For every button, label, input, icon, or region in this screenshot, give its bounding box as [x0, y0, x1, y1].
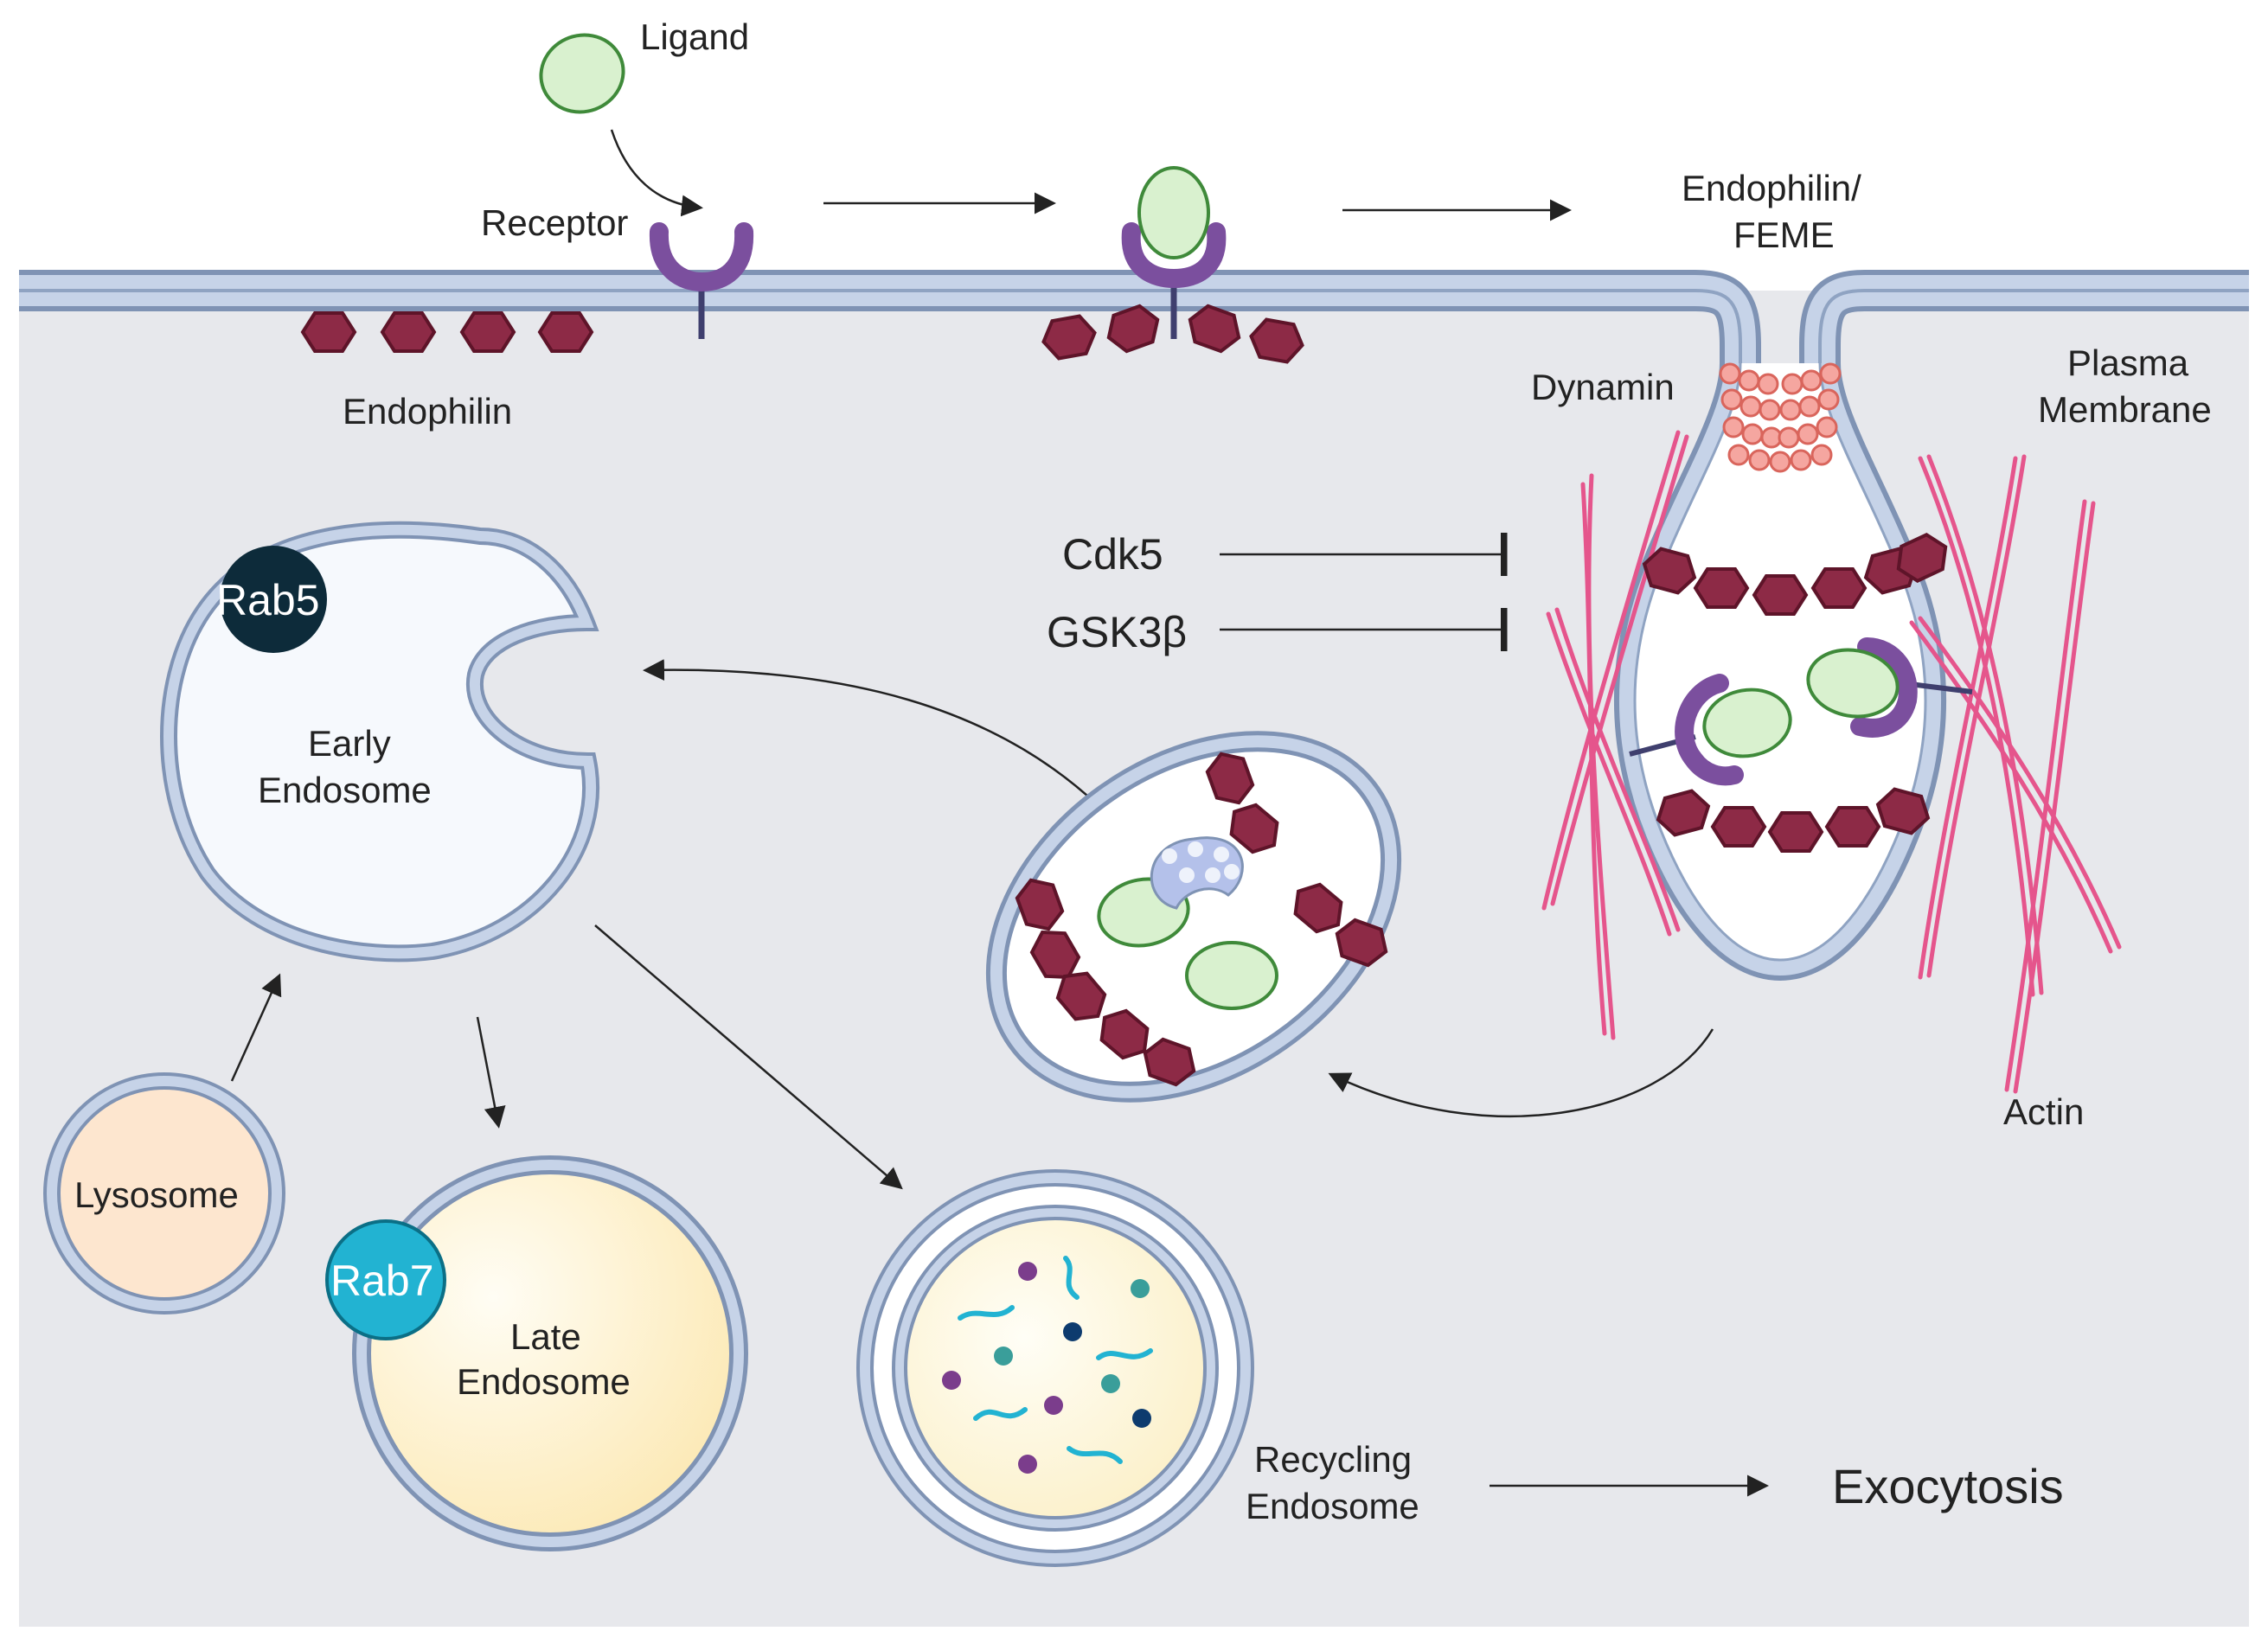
rab7-badge: [325, 1219, 446, 1340]
receptor-label: Receptor: [481, 202, 628, 243]
feme-to-vesicle-arrow: [1328, 1028, 1714, 1118]
plasma-membrane-label-1: Plasma: [2067, 342, 2189, 383]
late-endosome-label-2: Endosome: [457, 1361, 631, 1402]
recycling-endosome-label-2: Endosome: [1246, 1486, 1419, 1526]
endophilin-label: Endophilin: [343, 391, 512, 432]
lysosome: [43, 1072, 285, 1315]
endophilin-feme-label-2: FEME: [1733, 214, 1835, 255]
rab5-label: Rab5: [216, 576, 320, 624]
cdk5-label: Cdk5: [1062, 530, 1163, 579]
lysosome-to-early-arrow: [230, 973, 282, 1082]
rab7-label: Rab7: [330, 1257, 434, 1305]
ligand-label: Ligand: [640, 16, 749, 57]
rab5-badge: [220, 546, 327, 653]
dynamin-label: Dynamin: [1531, 367, 1675, 407]
plasma-membrane-label-2: Membrane: [2038, 389, 2212, 430]
vesicle-to-early-arrow: [643, 659, 1098, 805]
late-endosome-label-1: Late: [510, 1316, 581, 1357]
endophilin-feme-label-1: Endophilin/: [1682, 168, 1861, 208]
early-to-late-arrow: [476, 1016, 506, 1129]
dynamin-rings: [1719, 362, 1842, 473]
ligand-to-receptor-arrow: [610, 129, 703, 217]
feme-cargo-right: [1806, 637, 1973, 738]
actin-filaments: [1541, 430, 2122, 1094]
ligand-free: [539, 33, 625, 114]
recycling-endosome: [856, 1169, 1254, 1567]
exocytosis-label: Exocytosis: [1832, 1459, 2064, 1513]
late-endosome: [352, 1155, 748, 1551]
receptor: [649, 222, 754, 339]
actin-label: Actin: [2003, 1091, 2084, 1132]
feme-cargo-left: [1629, 674, 1792, 786]
early-endosome-label-1: Early: [308, 723, 391, 764]
recycling-endosome-label-1: Recycling: [1254, 1439, 1412, 1480]
early-to-recycling-arrow: [594, 924, 903, 1190]
bound-receptor: [1038, 166, 1308, 366]
gsk3b-label: GSK3β: [1047, 608, 1187, 656]
internalized-vesicle: [985, 731, 1402, 1103]
lysosome-label: Lysosome: [74, 1174, 239, 1215]
early-endosome-label-2: Endosome: [258, 770, 432, 810]
